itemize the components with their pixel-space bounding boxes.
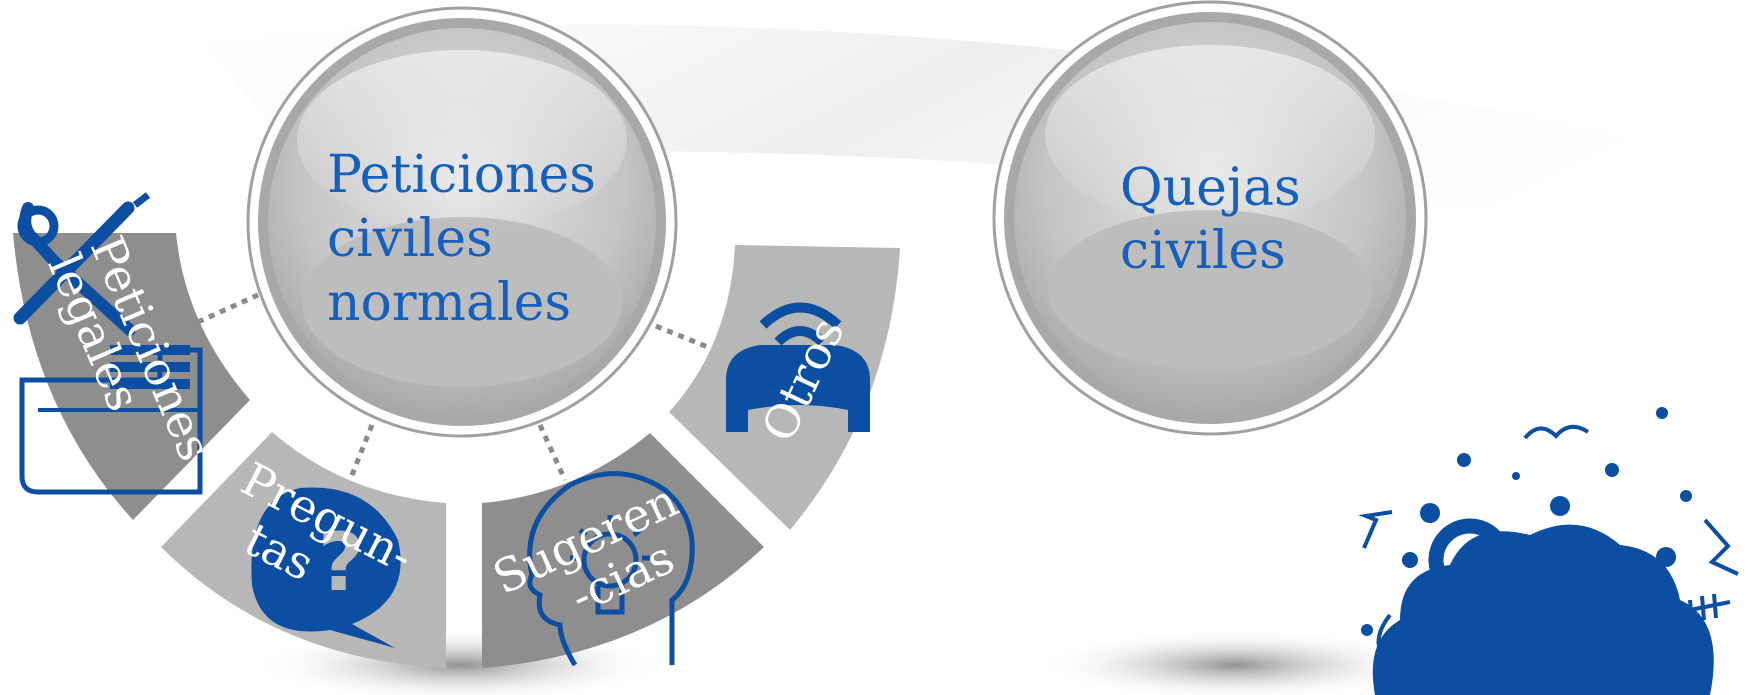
connector-otros [655, 323, 711, 351]
phone-waves-icon [726, 302, 870, 432]
main-circle-line-2: civiles [327, 209, 493, 269]
connectors [196, 292, 711, 482]
tools-folder-icon [13, 192, 203, 495]
question-bubble-icon: ? [251, 487, 401, 648]
segment-legales [13, 233, 250, 520]
segment-legales-shape [13, 233, 250, 520]
ground-shadow-right [1035, 629, 1435, 695]
secondary-circle-line-2: civiles [1120, 221, 1286, 281]
main-circle-line-3: normales [327, 273, 571, 333]
secondary-circle-line-1: Quejas [1120, 158, 1301, 218]
lightbulb-head-icon [527, 471, 695, 667]
connector-sugerencias [537, 423, 568, 482]
segment-sugerencias-shape [482, 433, 764, 668]
svg-text:?: ? [318, 516, 364, 609]
main-circle-label: Peticiones civiles normales [327, 145, 613, 333]
secondary-circle: Quejas civiles [992, 0, 1428, 436]
segment-sugerencias [482, 433, 764, 668]
secondary-circle-label: Quejas civiles [1120, 158, 1317, 281]
main-circle-line-1: Peticiones [327, 145, 596, 205]
connector-legales [196, 292, 260, 325]
doodle-cloud-icon [1358, 407, 1739, 695]
connector-preguntas [347, 424, 375, 481]
main-circle: Peticiones civiles normales [246, 6, 678, 438]
